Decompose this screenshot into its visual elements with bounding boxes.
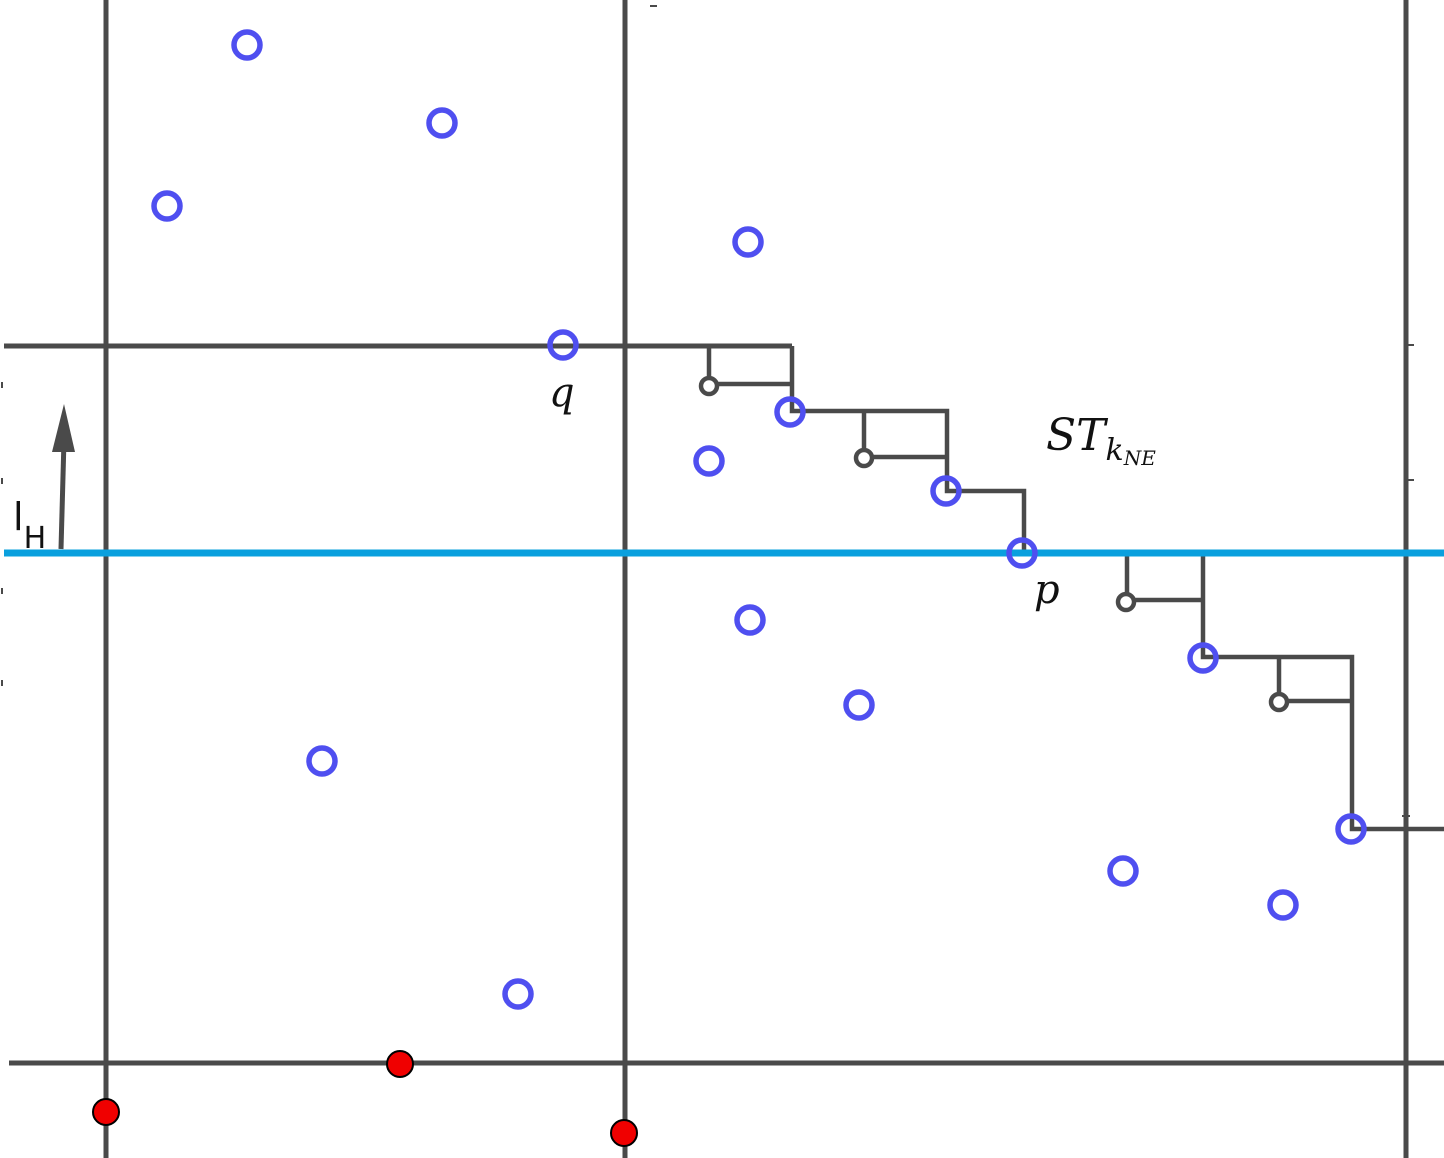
label-sweep-sub: H xyxy=(24,521,47,556)
red-point xyxy=(386,1050,414,1078)
corner-point xyxy=(1268,691,1290,713)
red-point xyxy=(92,1098,120,1126)
red-point xyxy=(610,1119,638,1147)
blue-point xyxy=(502,978,534,1010)
label-st-subsub: NE xyxy=(1123,446,1157,470)
corner-point xyxy=(698,375,720,397)
corner-point xyxy=(853,447,875,469)
label-st-kne: STkNE xyxy=(1046,410,1156,470)
label-sweep-line: lH xyxy=(13,495,46,556)
arrow-shaft xyxy=(58,439,67,550)
staircase-box-1 xyxy=(706,346,792,387)
blue-point xyxy=(693,445,725,477)
blue-point xyxy=(732,226,764,258)
staircase-box-2 xyxy=(861,411,947,460)
blue-point-p xyxy=(1006,537,1038,569)
blue-point xyxy=(151,190,183,222)
grid-lines xyxy=(4,0,1444,1158)
blue-point xyxy=(930,475,962,507)
label-sweep-main: l xyxy=(13,495,24,539)
staircase-box-4 xyxy=(1276,657,1352,704)
blue-point xyxy=(426,107,458,139)
edge-ticks xyxy=(1,5,1414,817)
up-arrow-icon xyxy=(52,404,75,550)
label-q: q xyxy=(549,370,575,416)
staircase-corner-points xyxy=(698,375,1290,713)
arrow-head xyxy=(52,404,75,452)
red-points xyxy=(92,1050,638,1147)
blue-point xyxy=(774,396,806,428)
blue-points xyxy=(151,29,1367,1010)
label-st-main: ST xyxy=(1046,410,1109,461)
staircase-box-3 xyxy=(1124,552,1203,603)
blue-point xyxy=(306,745,338,777)
blue-point xyxy=(231,29,263,61)
blue-point xyxy=(1335,813,1367,845)
blue-point-q xyxy=(547,329,579,361)
label-st-sub: k xyxy=(1106,433,1124,468)
corner-point xyxy=(1115,591,1137,613)
blue-point xyxy=(734,604,766,636)
blue-point xyxy=(1187,642,1219,674)
label-p: p xyxy=(1034,567,1060,613)
blue-point xyxy=(843,689,875,721)
staircase-main-path xyxy=(789,346,1444,832)
blue-point xyxy=(1107,855,1139,887)
blue-point xyxy=(1267,889,1299,921)
